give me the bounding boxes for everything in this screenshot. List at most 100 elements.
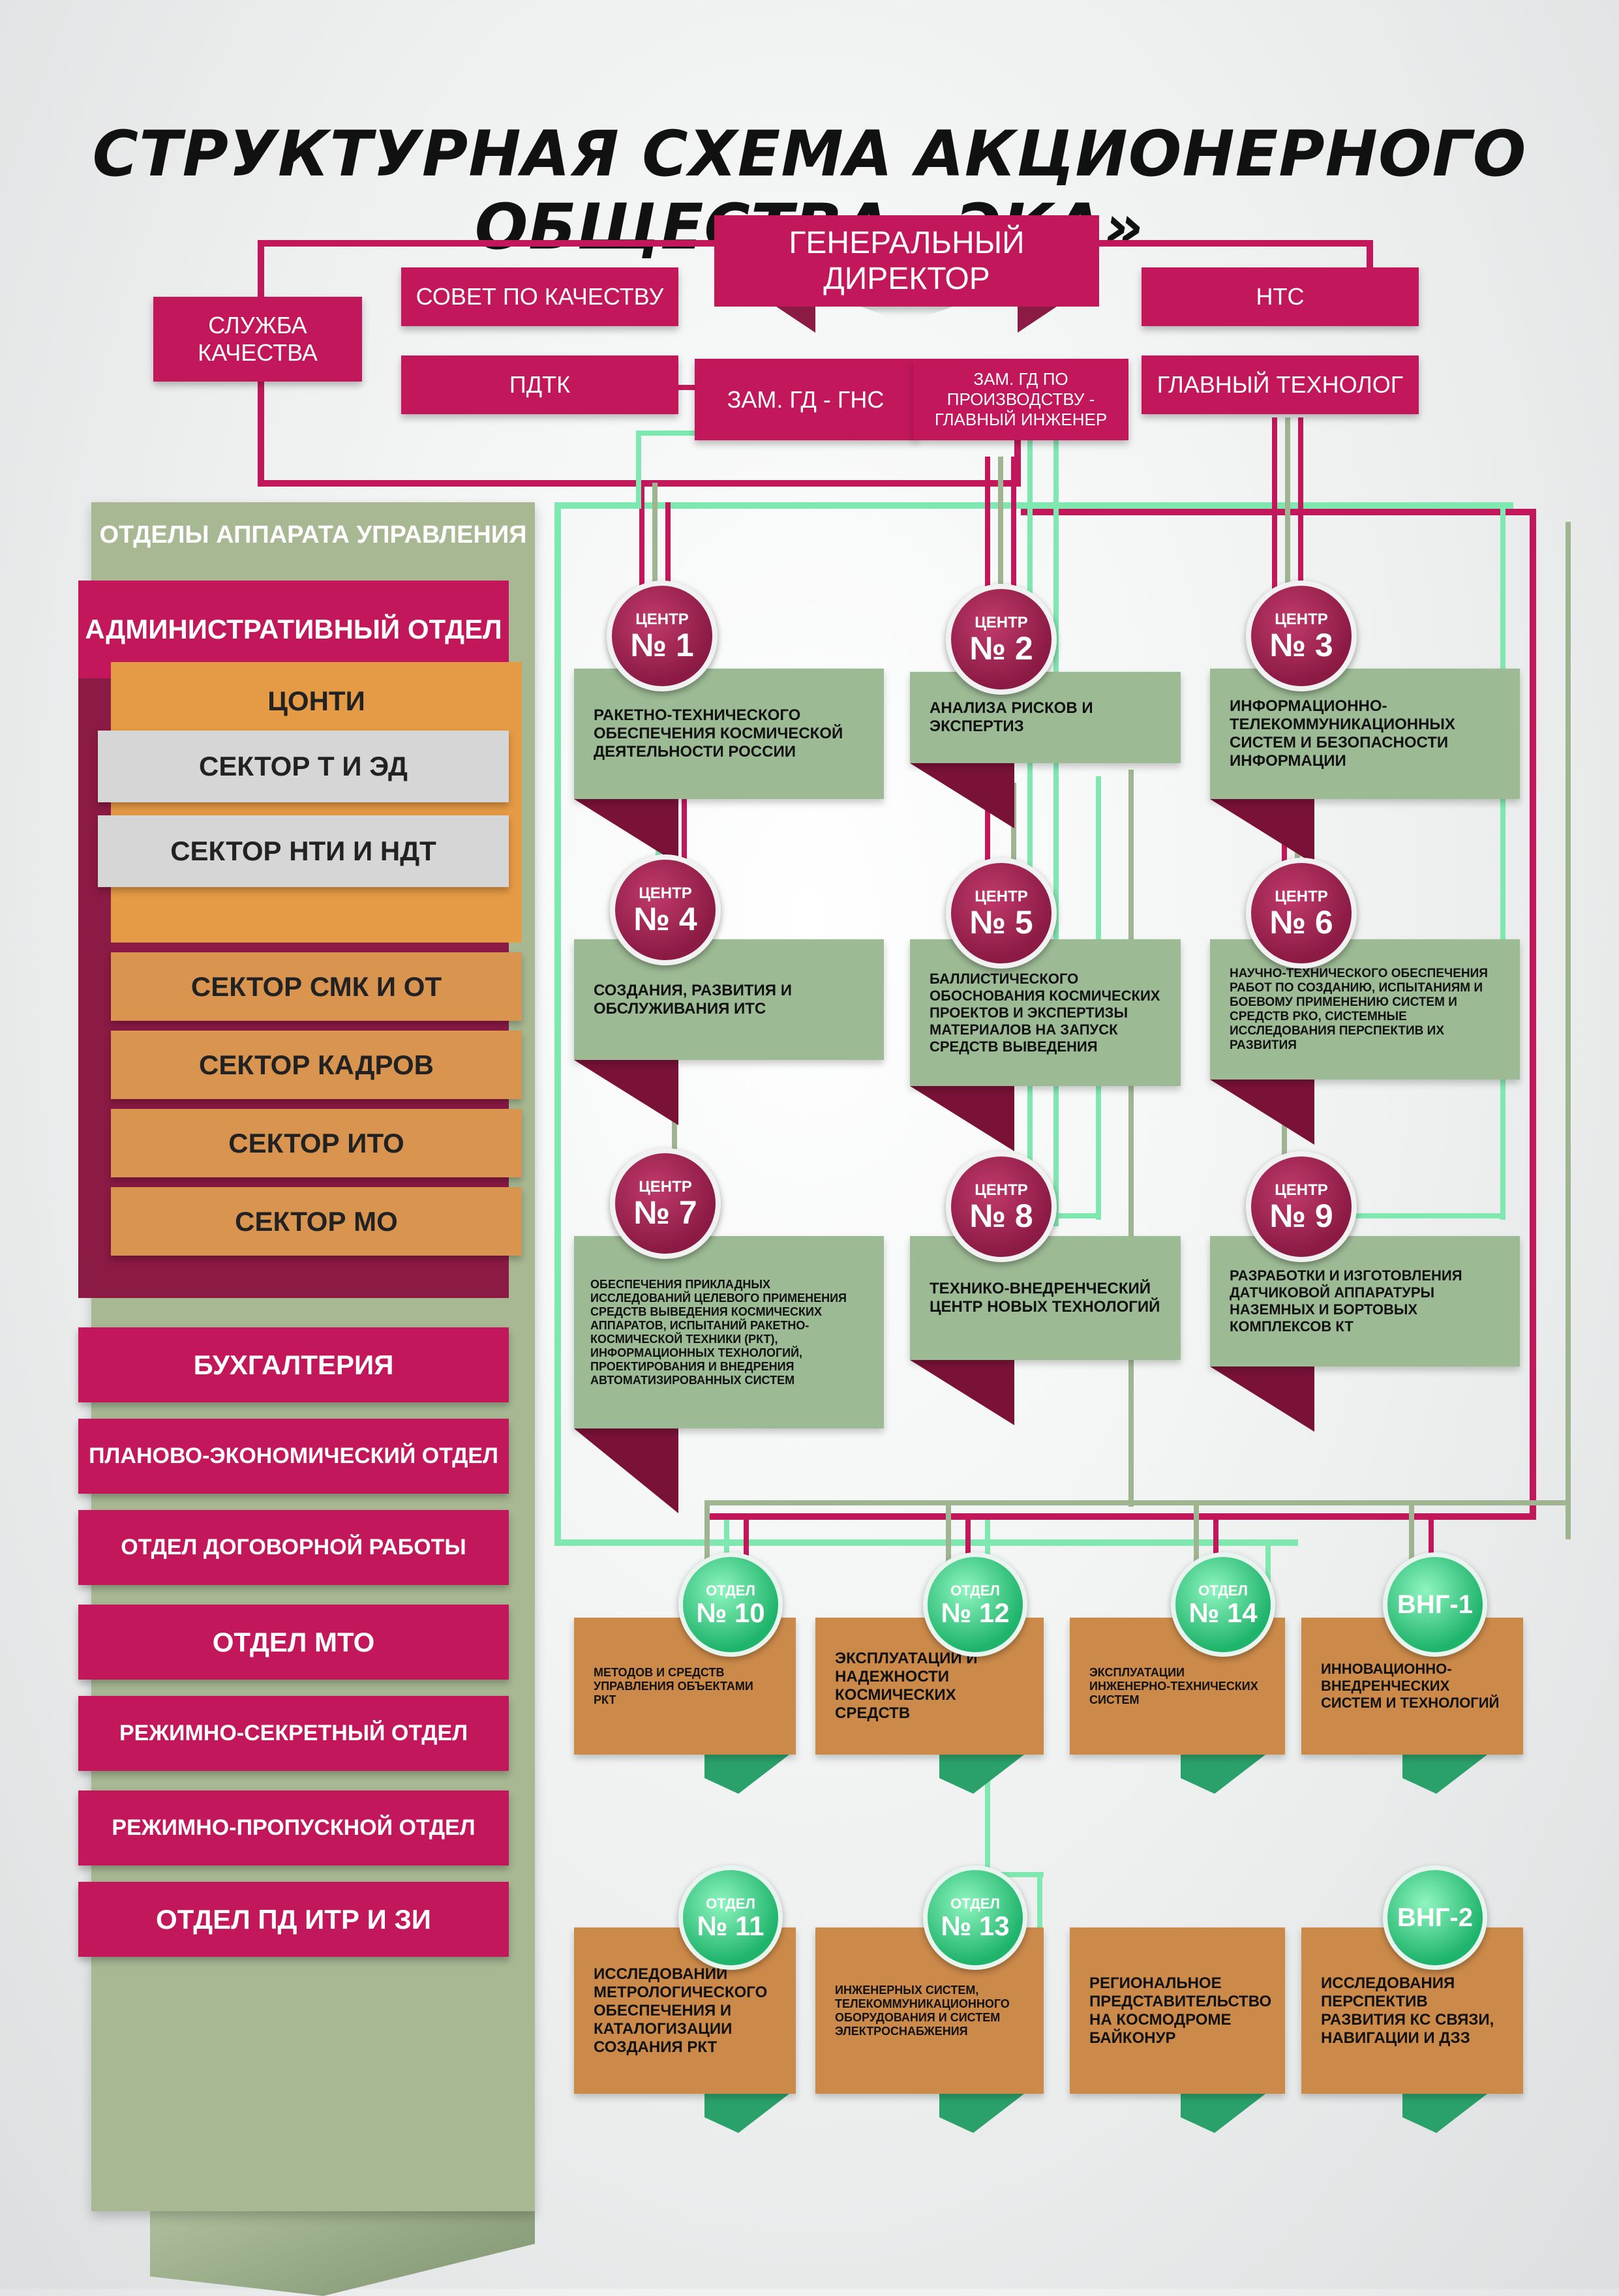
center-text: Разработки и изготовления датчиковой апп… xyxy=(1230,1267,1462,1335)
center-number: № 2 xyxy=(969,630,1033,667)
center-kind: Центр xyxy=(1275,1181,1328,1199)
center-number: № 5 xyxy=(969,904,1033,941)
deputy-prod-line1: Зам. ГД по производству - xyxy=(946,369,1095,409)
dept-badge: Отдел № 14 xyxy=(1171,1552,1275,1657)
dept-text: Исследований метрологического обеспечени… xyxy=(594,1965,768,2056)
sector-smk: Сектор СМК и ОТ xyxy=(111,952,522,1021)
quality-service-box: Служба качества xyxy=(153,297,362,382)
dept-badge: Отдел № 13 xyxy=(923,1865,1027,1970)
dept-contracts: Отдел договорной работы xyxy=(78,1510,509,1585)
sector-t-ed: Сектор Т и ЭД xyxy=(98,731,509,802)
deputy-gns-box: Зам. ГД - ГНС xyxy=(695,359,916,440)
deputy-gns-label: Зам. ГД - ГНС xyxy=(727,385,885,413)
dept-number: № 14 xyxy=(1188,1597,1258,1628)
dept-kind: Отдел xyxy=(950,1582,1000,1599)
center-text: Баллистического обоснования космических … xyxy=(930,970,1160,1055)
nts-box: НТС xyxy=(1142,267,1419,326)
center-box: Научно-технического обеспечения работ по… xyxy=(1210,939,1520,1080)
center-number: № 9 xyxy=(1269,1198,1333,1234)
center-text: Обеспечения прикладных исследований целе… xyxy=(590,1277,847,1387)
chief-technologist-label: Главный технолог xyxy=(1157,371,1404,398)
center-badge: Центр № 6 xyxy=(1246,858,1357,969)
center-badge: Центр № 9 xyxy=(1246,1151,1357,1262)
dept-kind: Отдел xyxy=(706,1896,755,1912)
center-box: Баллистического обоснования космических … xyxy=(910,939,1181,1086)
center-box: Создания, развития и обслуживания ИТС xyxy=(574,939,884,1060)
center-kind: Центр xyxy=(639,1178,692,1196)
center-box: Разработки и изготовления датчиковой апп… xyxy=(1210,1236,1520,1367)
dept-mto: Отдел МТО xyxy=(78,1605,509,1680)
center-number: № 7 xyxy=(633,1194,697,1231)
dept-badge: ВНГ-1 xyxy=(1383,1552,1487,1657)
center-number: № 4 xyxy=(633,901,697,937)
center-number: № 8 xyxy=(969,1198,1033,1234)
chief-technologist-box: Главный технолог xyxy=(1142,355,1419,414)
panel-title: Отделы аппарата управления xyxy=(99,521,527,549)
center-kind: Центр xyxy=(635,611,689,628)
dept-text: Региональное представительство на космод… xyxy=(1089,1974,1272,2047)
dept-text: Методов и средств управления объектами Р… xyxy=(594,1665,753,1706)
quality-council-label: Совет по качеству xyxy=(416,283,664,310)
dept-pd-itr: Отдел ПД ИТР и ЗИ xyxy=(78,1882,509,1957)
center-box: Обеспечения прикладных исследований целе… xyxy=(574,1236,884,1428)
center-box: Ракетно-технического обеспечения космиче… xyxy=(574,669,884,799)
dept-text: Эксплуатации инженерно-технических систе… xyxy=(1089,1665,1258,1706)
dept-badge: ВНГ-2 xyxy=(1383,1865,1487,1970)
center-number: № 3 xyxy=(1269,627,1333,663)
center-text: Технико-внедренческий центр новых технол… xyxy=(930,1280,1160,1316)
center-badge: Центр № 5 xyxy=(946,858,1057,969)
dept-badge: Отдел № 12 xyxy=(923,1552,1027,1657)
center-kind: Центр xyxy=(639,884,692,902)
dept-text: Исследования перспектив развития КС связ… xyxy=(1321,1974,1494,2047)
quality-service-label: Служба качества xyxy=(198,312,318,366)
dept-badge: Отдел № 11 xyxy=(678,1865,783,1970)
dept-box: Исследования перспектив развития КС связ… xyxy=(1301,1927,1523,2094)
dept-number: № 11 xyxy=(697,1911,764,1941)
dept-number: № 12 xyxy=(941,1597,1010,1628)
dept-box: Региональное представительство на космод… xyxy=(1070,1927,1285,2094)
center-text: Информационно-телекоммуникационных систе… xyxy=(1230,697,1455,770)
dept-accounting: Бухгалтерия xyxy=(78,1327,509,1402)
dept-kind: Отдел xyxy=(706,1582,755,1599)
sector-hr: Сектор кадров xyxy=(111,1031,522,1099)
center-badge: Центр № 1 xyxy=(607,581,718,691)
center-box: Технико-внедренческий центр новых технол… xyxy=(910,1236,1181,1360)
center-kind: Центр xyxy=(975,888,1028,905)
center-kind: Центр xyxy=(1275,611,1328,628)
center-badge: Центр № 4 xyxy=(610,854,721,965)
dept-kind: Отдел xyxy=(1198,1582,1248,1599)
dept-number: ВНГ-1 xyxy=(1397,1590,1473,1619)
sector-ito: Сектор ИТО xyxy=(111,1109,522,1177)
dept-number: ВНГ-2 xyxy=(1397,1903,1473,1932)
dept-text: Инновационно-внедренческих систем и техн… xyxy=(1321,1661,1500,1711)
center-text: Ракетно-технического обеспечения космиче… xyxy=(594,706,843,761)
nts-label: НТС xyxy=(1256,283,1305,310)
dept-pass: Режимно-пропускной отдел xyxy=(78,1790,509,1865)
dept-number: № 10 xyxy=(696,1597,765,1628)
center-badge: Центр № 7 xyxy=(610,1148,721,1259)
pdtk-label: ПДТК xyxy=(509,371,571,398)
dept-planning: Планово-экономический отдел xyxy=(78,1419,509,1494)
center-kind: Центр xyxy=(975,614,1028,631)
dept-box: Эксплуатации и надежности космических ср… xyxy=(815,1618,1044,1755)
dept-box: Методов и средств управления объектами Р… xyxy=(574,1618,796,1755)
center-kind: Центр xyxy=(975,1181,1028,1199)
deputy-prod-box: Зам. ГД по производству - главный инжене… xyxy=(913,359,1128,440)
deputy-prod-line2: главный инженер xyxy=(934,410,1108,429)
conti-block xyxy=(111,662,522,943)
ceo-label: Генеральный директор xyxy=(789,226,1025,296)
center-box: Информационно-телекоммуникационных систе… xyxy=(1210,669,1520,799)
ceo-box: Генеральный директор xyxy=(714,215,1099,307)
quality-council-box: Совет по качеству xyxy=(401,267,678,326)
center-number: № 6 xyxy=(1269,904,1333,941)
dept-number: № 13 xyxy=(941,1911,1010,1941)
center-badge: Центр № 8 xyxy=(946,1151,1057,1262)
center-kind: Центр xyxy=(1275,888,1328,905)
center-box: Анализа рисков и экспертиз xyxy=(910,672,1181,763)
sector-mo: Сектор МО xyxy=(111,1187,522,1256)
pdtk-box: ПДТК xyxy=(401,355,678,414)
dept-secret: Режимно-секретный отдел xyxy=(78,1696,509,1771)
dept-badge: Отдел № 10 xyxy=(678,1552,783,1657)
sector-nti-ndt: Сектор НТИ и НДТ xyxy=(98,815,509,887)
center-badge: Центр № 2 xyxy=(946,584,1057,695)
